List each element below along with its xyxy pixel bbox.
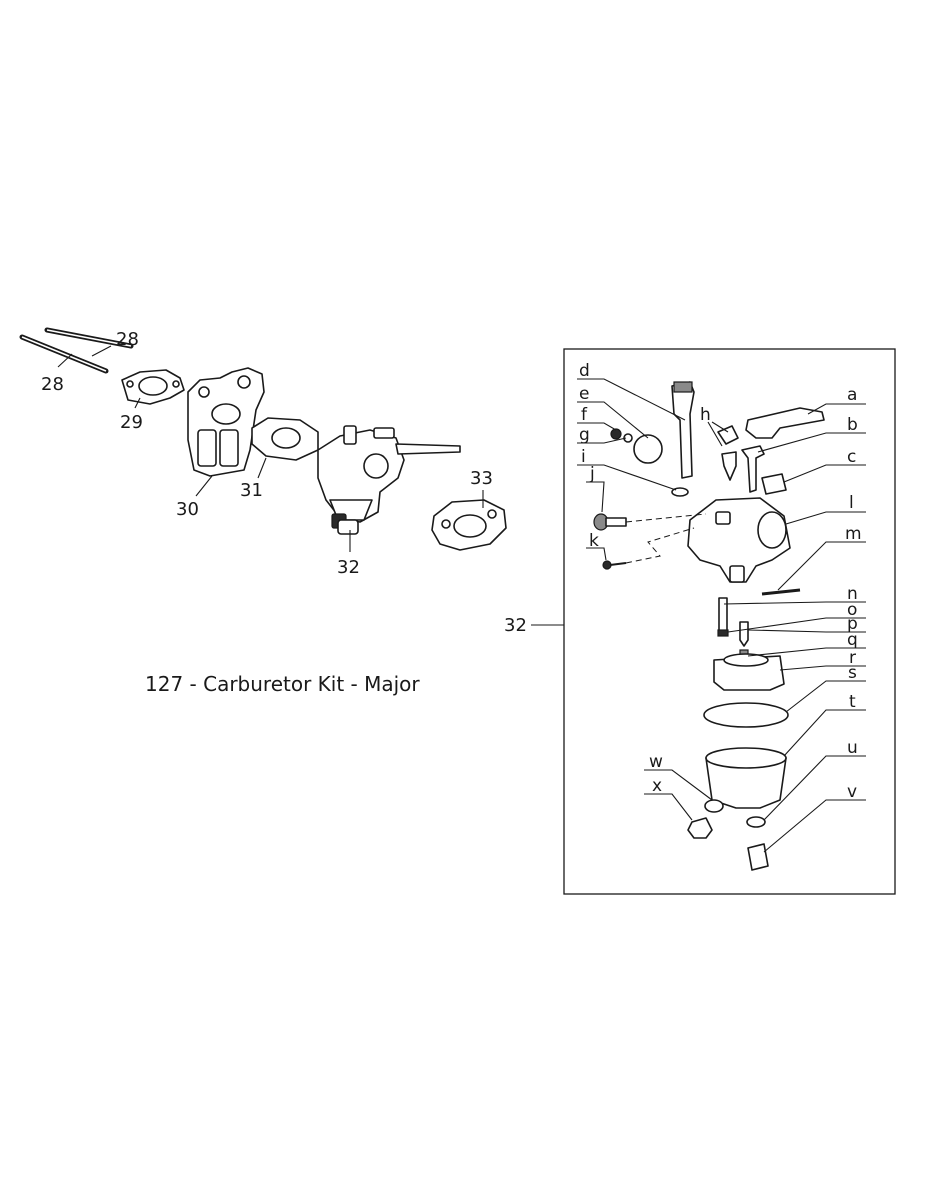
label-right-gasket: 33 bbox=[470, 468, 493, 489]
label-a: a bbox=[847, 385, 857, 405]
label-f: f bbox=[581, 405, 588, 425]
label-i: i bbox=[581, 447, 586, 467]
float-pin-part bbox=[761, 588, 801, 596]
carburetor-body-part bbox=[687, 497, 791, 583]
label-r: r bbox=[849, 648, 856, 668]
label-mid-gasket: 31 bbox=[240, 480, 263, 501]
label-t: t bbox=[849, 692, 856, 712]
label-d: d bbox=[579, 361, 590, 381]
label-l: l bbox=[849, 493, 854, 513]
screw-part bbox=[610, 428, 622, 440]
label-n: n bbox=[847, 584, 858, 604]
page-caption: 127 - Carburetor Kit - Major bbox=[145, 672, 420, 696]
float-part bbox=[713, 653, 785, 691]
label-j: j bbox=[589, 464, 595, 484]
label-g: g bbox=[579, 425, 590, 445]
label-c: c bbox=[847, 447, 856, 467]
throttle-shaft-part bbox=[741, 445, 765, 493]
carburetor-part bbox=[317, 425, 461, 535]
spacer-plate-part bbox=[187, 367, 265, 477]
label-spacer-plate: 30 bbox=[176, 499, 199, 520]
label-carburetor: 32 bbox=[337, 557, 360, 578]
overview-assembly: 28 28 29 30 31 32 33 bbox=[19, 327, 507, 578]
detail-callout-label: 32 bbox=[504, 615, 527, 636]
label-q: q bbox=[847, 630, 858, 650]
right-gasket-part bbox=[431, 499, 507, 551]
label-small-gasket: 29 bbox=[120, 412, 143, 433]
detail-panel: 32 bbox=[504, 348, 896, 895]
label-stud-bottom: 28 bbox=[41, 374, 64, 395]
label-u: u bbox=[847, 738, 858, 758]
label-e: e bbox=[579, 384, 589, 404]
small-gasket-part bbox=[121, 369, 185, 405]
label-s: s bbox=[848, 663, 857, 683]
label-m: m bbox=[845, 524, 862, 544]
bowl-bolt-part bbox=[747, 843, 769, 871]
float-needle-part bbox=[739, 621, 749, 647]
drain-screw-part bbox=[687, 817, 713, 839]
label-v: v bbox=[847, 782, 857, 802]
choke-shaft-part bbox=[671, 381, 695, 479]
label-w: w bbox=[649, 752, 663, 772]
label-h: h bbox=[700, 405, 711, 425]
throttle-lever-part bbox=[745, 407, 825, 439]
float-bowl-part bbox=[705, 747, 787, 809]
bowl-gasket-part bbox=[703, 702, 789, 728]
label-k: k bbox=[589, 531, 599, 551]
label-b: b bbox=[847, 415, 858, 435]
label-p: p bbox=[847, 614, 858, 634]
choke-plate-part bbox=[633, 434, 663, 464]
adjust-screw-part bbox=[717, 425, 739, 481]
label-stud-top: 28 bbox=[116, 329, 139, 350]
bowl-washer-part bbox=[704, 799, 724, 813]
stud-part bbox=[19, 327, 134, 374]
throttle-plate-part bbox=[761, 473, 787, 495]
main-nozzle-part bbox=[718, 597, 728, 633]
label-o: o bbox=[847, 600, 857, 620]
mid-gasket-part bbox=[251, 417, 319, 461]
bowl-oring-part bbox=[746, 816, 766, 828]
label-x: x bbox=[652, 776, 662, 796]
detail-frame bbox=[563, 348, 896, 895]
small-screw-part bbox=[602, 560, 627, 570]
main-jet-part bbox=[717, 629, 729, 637]
idle-screw-part bbox=[593, 513, 627, 531]
